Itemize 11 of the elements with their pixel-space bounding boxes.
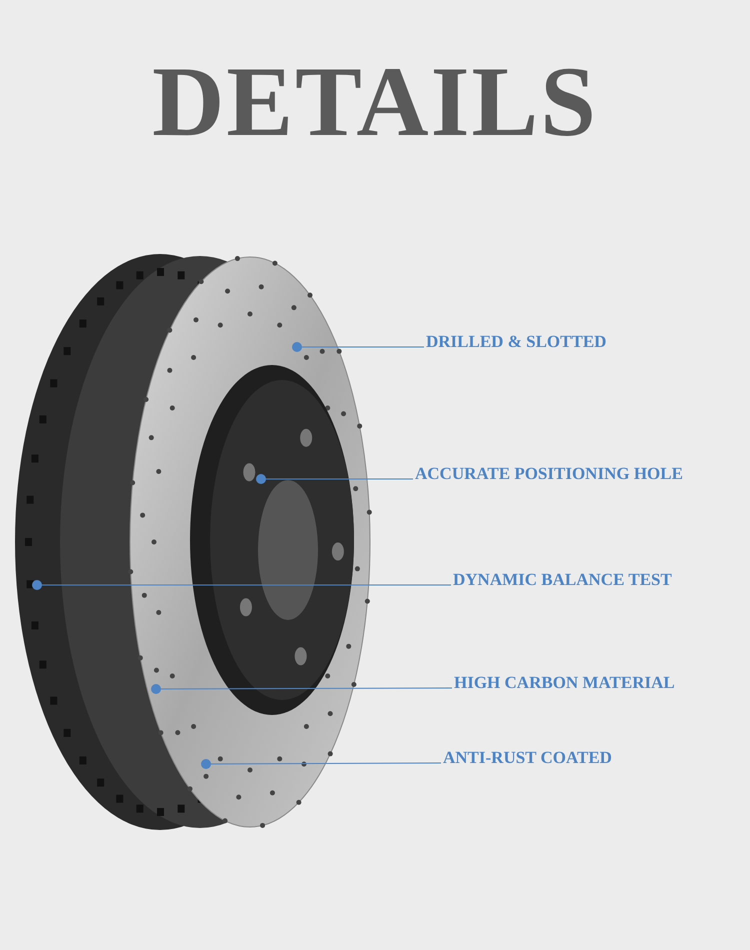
leader-line <box>201 759 442 769</box>
leader-line <box>151 684 452 694</box>
callout-label: HIGH CARBON MATERIAL <box>454 674 675 691</box>
leader-line <box>292 342 424 352</box>
leader-line <box>256 474 414 484</box>
callout-label: DRILLED & SLOTTED <box>426 333 606 350</box>
callout-label: DYNAMIC BALANCE TEST <box>453 571 672 588</box>
callout-label: ACCURATE POSITIONING HOLE <box>415 465 683 482</box>
title: DETAILS <box>151 52 599 152</box>
callout-label: ANTI-RUST COATED <box>443 749 612 766</box>
leader-line <box>32 580 452 590</box>
